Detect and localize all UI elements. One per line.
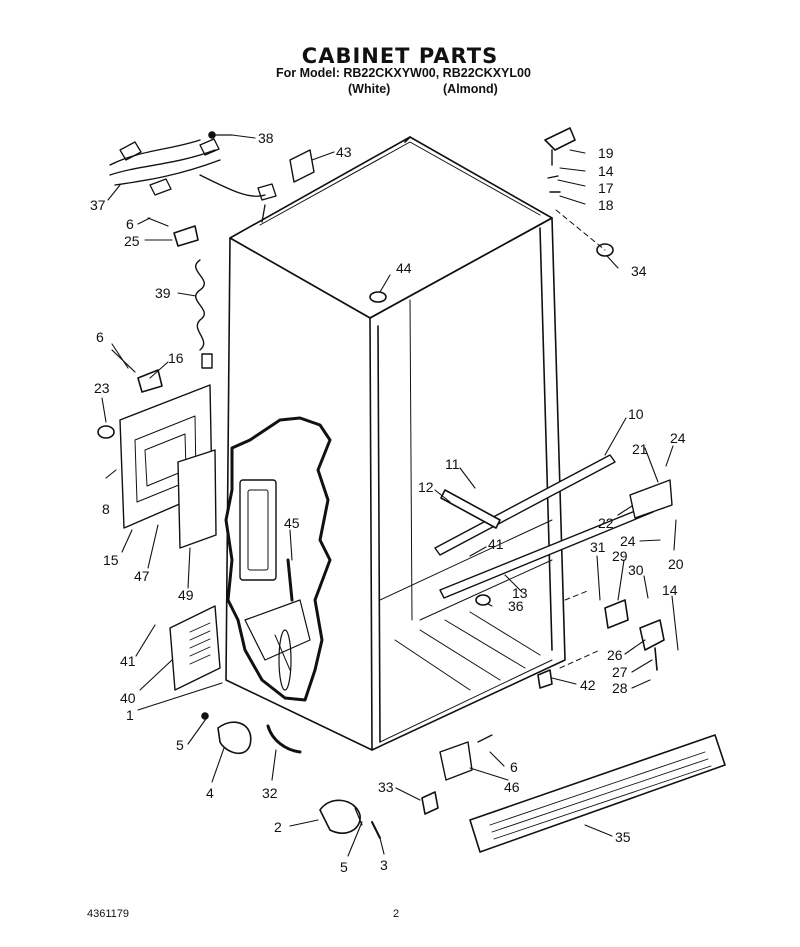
part-12-bracket [440,489,501,529]
part-23-plug [97,425,115,439]
wiring-harness [109,138,277,223]
callout-11: 11 [445,456,460,472]
part-16-clamp [111,349,163,393]
callout-32: 32 [262,785,278,801]
callout-40: 40 [120,690,136,706]
page-number: 2 [393,908,400,920]
callout-35: 35 [615,829,631,845]
document-number: 4361179 [87,908,130,920]
part-33-clip [421,791,439,815]
screw-38 [208,131,233,139]
callout-41: 41 [120,653,136,669]
callout-12: 12 [418,479,434,495]
callout-34: 34 [631,263,647,279]
callout-41: 41 [488,536,504,552]
color-almond-label: (Almond) [443,82,498,96]
callout-4: 4 [206,785,214,801]
callout-14: 14 [598,163,614,179]
part-29-plate [604,599,629,629]
callout-27: 27 [612,664,628,680]
part-42-clip [537,669,553,689]
part-36-plug [475,594,491,606]
part-4-compressor-mount [201,712,252,755]
callout-25: 25 [124,233,140,249]
callout-6: 6 [126,216,134,232]
callout-22: 22 [598,515,614,531]
hinge-axis-lines [555,209,606,669]
callout-21: 21 [632,441,648,457]
callout-2: 2 [274,819,282,835]
callout-20: 20 [668,556,684,572]
callout-42: 42 [580,677,596,693]
callout-14: 14 [662,582,678,598]
callout-3: 3 [380,857,388,873]
callout-44: 44 [396,260,412,276]
callout-16: 16 [168,350,184,366]
leader-lines [101,134,679,857]
callout-31: 31 [590,539,606,555]
callout-45: 45 [284,515,300,531]
callout-8: 8 [102,501,110,517]
callout-5: 5 [176,737,184,753]
part-43-bracket [289,149,315,183]
callout-17: 17 [598,180,614,196]
callout-30: 30 [628,562,644,578]
part-35-grille [469,734,726,853]
part-49-pad [177,449,217,549]
cutaway-insulation [224,416,332,702]
callout-13: 13 [512,585,528,601]
callout-23: 23 [94,380,110,396]
callout-29: 29 [612,548,628,564]
part-39-cord [195,259,213,369]
callout-38: 38 [258,130,274,146]
callout-labels: 38 43 37 6 25 39 6 16 23 8 15 47 49 45 4… [90,130,686,875]
callout-10: 10 [628,406,644,422]
callout-26: 26 [607,647,623,663]
part-26-hinge [639,619,665,671]
part-25-clip [147,217,199,247]
part-3-screw [371,821,381,839]
part-40-cover [169,605,221,691]
callout-19: 19 [598,145,614,161]
callout-6: 6 [510,759,518,775]
part-10-rail [434,454,616,556]
callout-37: 37 [90,197,106,213]
callout-5: 5 [340,859,348,875]
callout-28: 28 [612,680,628,696]
callout-43: 43 [336,144,352,160]
part-2-valve [319,799,363,834]
callout-18: 18 [598,197,614,213]
color-white-label: (White) [348,82,391,96]
model-line: For Model: RB22CKXYW00, RB22CKXYL00 [276,66,531,80]
part-44-plug [369,291,387,303]
part-46-bracket [439,734,493,781]
part-19-hinge [544,127,576,193]
callout-1: 1 [126,707,134,723]
page-title: CABINET PARTS [301,44,499,68]
callout-24: 24 [670,430,686,446]
callout-47: 47 [134,568,150,584]
callout-46: 46 [504,779,520,795]
callout-39: 39 [155,285,171,301]
callout-33: 33 [378,779,394,795]
callout-6: 6 [96,329,104,345]
callout-49: 49 [178,587,194,603]
callout-36: 36 [508,598,524,614]
callout-15: 15 [103,552,119,568]
part-32-tube [266,724,302,754]
part-21-hinge-bracket [629,479,673,519]
callout-24: 24 [620,533,636,549]
